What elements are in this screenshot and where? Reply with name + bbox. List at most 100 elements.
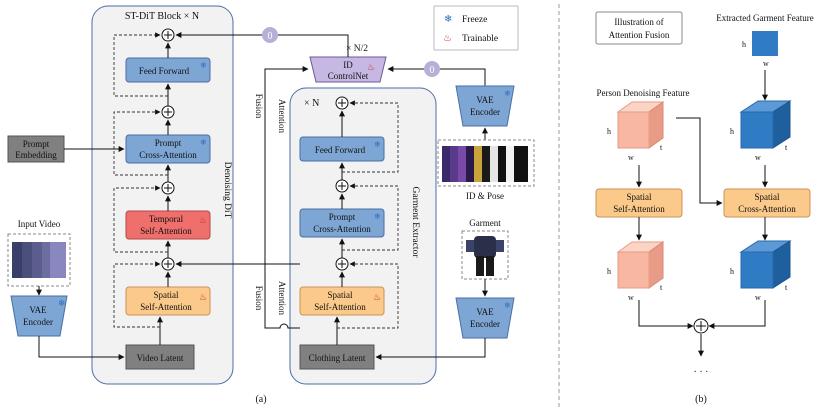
dit-spatial-self-attention-line1: Spatial bbox=[154, 290, 179, 300]
ge-prompt-cross-attention-line1: Prompt bbox=[329, 212, 356, 222]
input-video-label: Input Video bbox=[18, 219, 61, 229]
id-pose-frames bbox=[437, 139, 535, 187]
snowflake-icon: ❄ bbox=[444, 14, 452, 25]
video-latent-label: Video Latent bbox=[137, 353, 184, 363]
dim-w-label: w bbox=[755, 153, 761, 162]
flame-icon: ♨ bbox=[199, 215, 207, 225]
dim-h-label: h bbox=[730, 127, 734, 136]
vae-encoder-right-top-line2: Encoder bbox=[470, 107, 500, 117]
dit-flow-arrows bbox=[157, 42, 171, 345]
zero-token-right-label: 0 bbox=[430, 65, 435, 76]
snowflake-icon: ❄ bbox=[374, 212, 381, 221]
controlnet-paths bbox=[175, 32, 486, 264]
dit-residual-paths bbox=[113, 32, 168, 328]
spatial-cross-attention-line1: Spatial bbox=[755, 192, 780, 202]
spatial-cross-attention-line2: Cross-Attention bbox=[738, 204, 796, 214]
flame-icon: ♨ bbox=[373, 292, 381, 302]
garment-label: Garment bbox=[469, 218, 501, 228]
flame-icon: ♨ bbox=[199, 292, 207, 302]
attention-fusion-top-line2: Fusion bbox=[254, 94, 264, 119]
dim-w-label: w bbox=[628, 293, 634, 302]
id-controlnet-box bbox=[309, 56, 387, 83]
dim-t-label: t bbox=[785, 143, 788, 152]
vae-encoder-left-line1: VAE bbox=[29, 305, 47, 315]
dim-h-label: h bbox=[607, 127, 611, 136]
flame-icon: ♨ bbox=[443, 33, 452, 44]
dit-feed-forward-label: Feed Forward bbox=[139, 66, 190, 76]
garment-feature-cube-top bbox=[739, 100, 792, 149]
vae-encoder-right-top bbox=[455, 85, 515, 127]
dim-h-label: h bbox=[730, 267, 734, 276]
attention-fusion-title-line1: Illustration of bbox=[614, 17, 663, 27]
attention-fusion-bottom-line1: Attention bbox=[277, 281, 287, 315]
plus-icon bbox=[696, 321, 706, 331]
fusion-lower-path bbox=[264, 264, 300, 329]
ellipsis-label: · · · bbox=[694, 367, 709, 378]
panel-b-arrows bbox=[636, 117, 768, 357]
ge-feed-forward-label: Feed Forward bbox=[315, 145, 366, 155]
vae-encoder-right-top-line1: VAE bbox=[476, 95, 494, 105]
ge-spatial-self-attention-line1: Spatial bbox=[328, 290, 353, 300]
id-controlnet-line1: ID bbox=[343, 60, 353, 70]
zero-token-left-label: 0 bbox=[268, 31, 273, 42]
dit-temporal-self-attention-line2: Self-Attention bbox=[140, 226, 192, 236]
zero-token-right bbox=[424, 61, 440, 77]
attention-fusion-title-box bbox=[595, 11, 683, 45]
id-controlnet-repeat: × N/2 bbox=[346, 44, 368, 54]
vae-encoder-garment-line1: VAE bbox=[476, 307, 494, 317]
vae-encoder-garment-line2: Encoder bbox=[470, 319, 500, 329]
person-feature-cube-top bbox=[616, 101, 665, 149]
snowflake-icon: ❄ bbox=[58, 298, 66, 308]
garment-extractor-repeat: × N bbox=[304, 98, 319, 109]
legend-freeze: Freeze bbox=[462, 15, 487, 25]
prompt-embedding-line1: Prompt bbox=[23, 139, 50, 149]
spatial-self-attention-line2: Self-Attention bbox=[613, 204, 665, 214]
garment-image bbox=[461, 230, 509, 280]
garment-feature-cube-bottom bbox=[739, 240, 792, 289]
prompt-embedding-line2: Embedding bbox=[15, 150, 57, 160]
ge-residual-paths bbox=[337, 100, 399, 329]
dim-t-label: t bbox=[660, 283, 663, 292]
vae-to-latent-arrow bbox=[38, 336, 125, 360]
dim-h-label: h bbox=[742, 40, 746, 49]
vae-encoder-garment bbox=[455, 297, 515, 339]
person-denoising-feature-label: Person Denoising Feature bbox=[597, 88, 690, 98]
attention-fusion-top-line1: Attention bbox=[277, 99, 287, 133]
ge-plus-signs bbox=[338, 99, 346, 268]
zero-token-left bbox=[262, 27, 278, 43]
dit-prompt-cross-attention-line2: Cross-Attention bbox=[139, 150, 197, 160]
dit-plus-signs bbox=[164, 31, 172, 268]
id-pose-label: ID & Pose bbox=[466, 191, 504, 201]
dim-w-label: w bbox=[755, 293, 761, 302]
ge-prompt-cross-attention-line2: Cross-Attention bbox=[313, 224, 371, 234]
vae-encoder-left-line2: Encoder bbox=[23, 317, 53, 327]
dit-spatial-self-attention-line2: Self-Attention bbox=[140, 302, 192, 312]
attention-fusion-title-line2: Attention Fusion bbox=[609, 30, 670, 40]
ge-spatial-self-attention-line2: Self-Attention bbox=[314, 302, 366, 312]
ge-flow-arrows bbox=[334, 110, 345, 345]
dim-t-label: t bbox=[660, 143, 663, 152]
garment-feature-square bbox=[752, 31, 778, 56]
person-feature-cube-bottom bbox=[616, 241, 665, 289]
id-controlnet-line2: ControlNet bbox=[328, 71, 369, 81]
panel-b-caption: (b) bbox=[695, 394, 707, 405]
spatial-cross-attention-box bbox=[723, 188, 811, 218]
denoising-dit-label: Denoising DiT bbox=[222, 162, 232, 219]
dim-w-label: w bbox=[628, 153, 634, 162]
legend-box bbox=[433, 5, 519, 51]
spatial-self-attention-line1: Spatial bbox=[627, 192, 652, 202]
vae-to-clothing-latent-arrow bbox=[375, 338, 486, 360]
snowflake-icon: ❄ bbox=[200, 61, 207, 70]
clothing-latent-label: Clothing Latent bbox=[309, 353, 366, 363]
flame-icon: ♨ bbox=[367, 62, 375, 72]
snowflake-icon: ❄ bbox=[200, 138, 207, 147]
vae-encoder-left bbox=[10, 295, 68, 337]
legend-trainable: Trainable bbox=[462, 34, 498, 44]
dit-block-title: ST-DiT Block × N bbox=[125, 11, 199, 22]
dit-prompt-cross-attention-line1: Prompt bbox=[155, 138, 182, 148]
dim-w-label: w bbox=[763, 59, 769, 68]
attention-fusion-bottom-line2: Fusion bbox=[254, 286, 264, 311]
dim-h-label: h bbox=[607, 267, 611, 276]
snowflake-icon: ❄ bbox=[504, 301, 511, 310]
